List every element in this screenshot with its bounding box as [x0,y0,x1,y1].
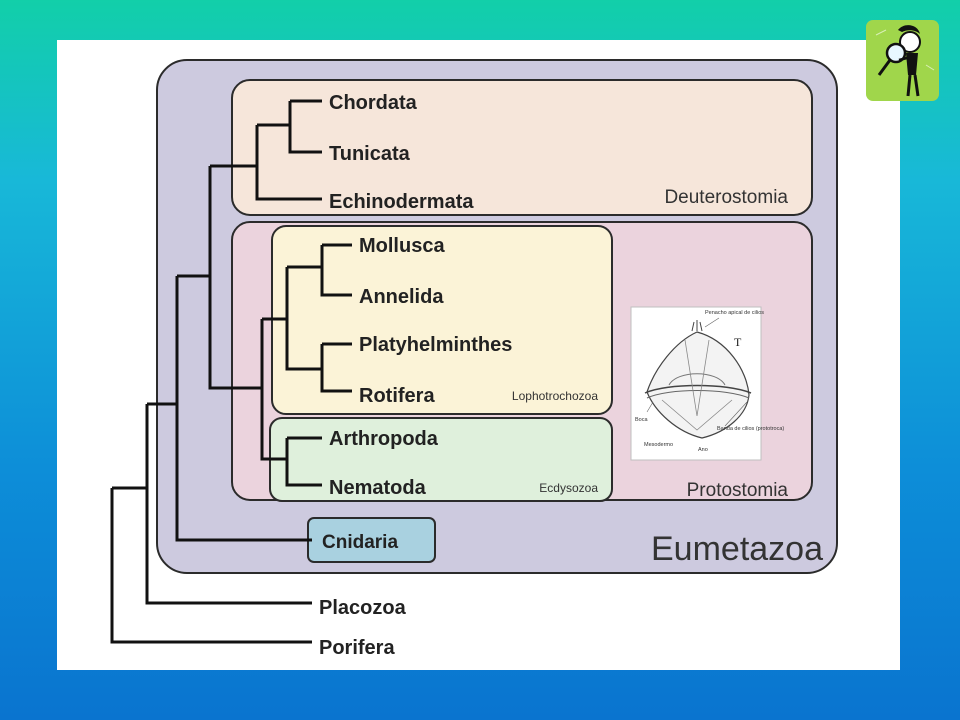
taxon-rotifera: Rotifera [359,385,435,407]
trochophore-larva-inset: T Penacho apical de cilios Boca Banda de… [630,306,784,461]
taxon-nematoda: Nematoda [329,477,427,499]
tree-branches [110,99,352,644]
group-label-eumetazoa: Eumetazoa [651,530,823,568]
group-label-protostomia: Protostomia [687,480,789,501]
inset-label-mouth: Boca [635,417,648,423]
inset-label-anus: Ano [698,447,708,453]
group-label-deuterostomia: Deuterostomia [664,187,788,208]
taxon-tunicata: Tunicata [329,143,411,165]
phylogeny-diagram: Chordata Tunicata Echinodermata Mollusca… [110,59,838,659]
deuterostomia-box [231,79,813,216]
taxon-placozoa: Placozoa [319,597,407,619]
group-label-lophotrochozoa: Lophotrochozoa [512,389,598,403]
taxon-porifera: Porifera [319,637,395,659]
taxon-arthropoda: Arthropoda [329,428,439,450]
inset-label-cilia-band: Banda de cilios (prototroca) [717,426,784,432]
taxon-annelida: Annelida [359,286,444,308]
inset-label-mesoderm: Mesodermo [644,442,673,448]
taxon-echinodermata: Echinodermata [329,191,474,213]
inset-label-apical-tuft: Penacho apical de cilios [705,310,764,316]
taxon-platyhelminthes: Platyhelminthes [359,334,512,356]
taxon-cnidaria: Cnidaria [322,532,398,553]
group-label-ecdysozoa: Ecdysozoa [539,481,598,495]
magnifier-person-icon[interactable] [866,20,939,101]
inset-title-mark: T [734,335,742,349]
slide-panel: Chordata Tunicata Echinodermata Mollusca… [57,40,900,670]
taxon-chordata: Chordata [329,92,418,114]
taxon-mollusca: Mollusca [359,235,445,257]
